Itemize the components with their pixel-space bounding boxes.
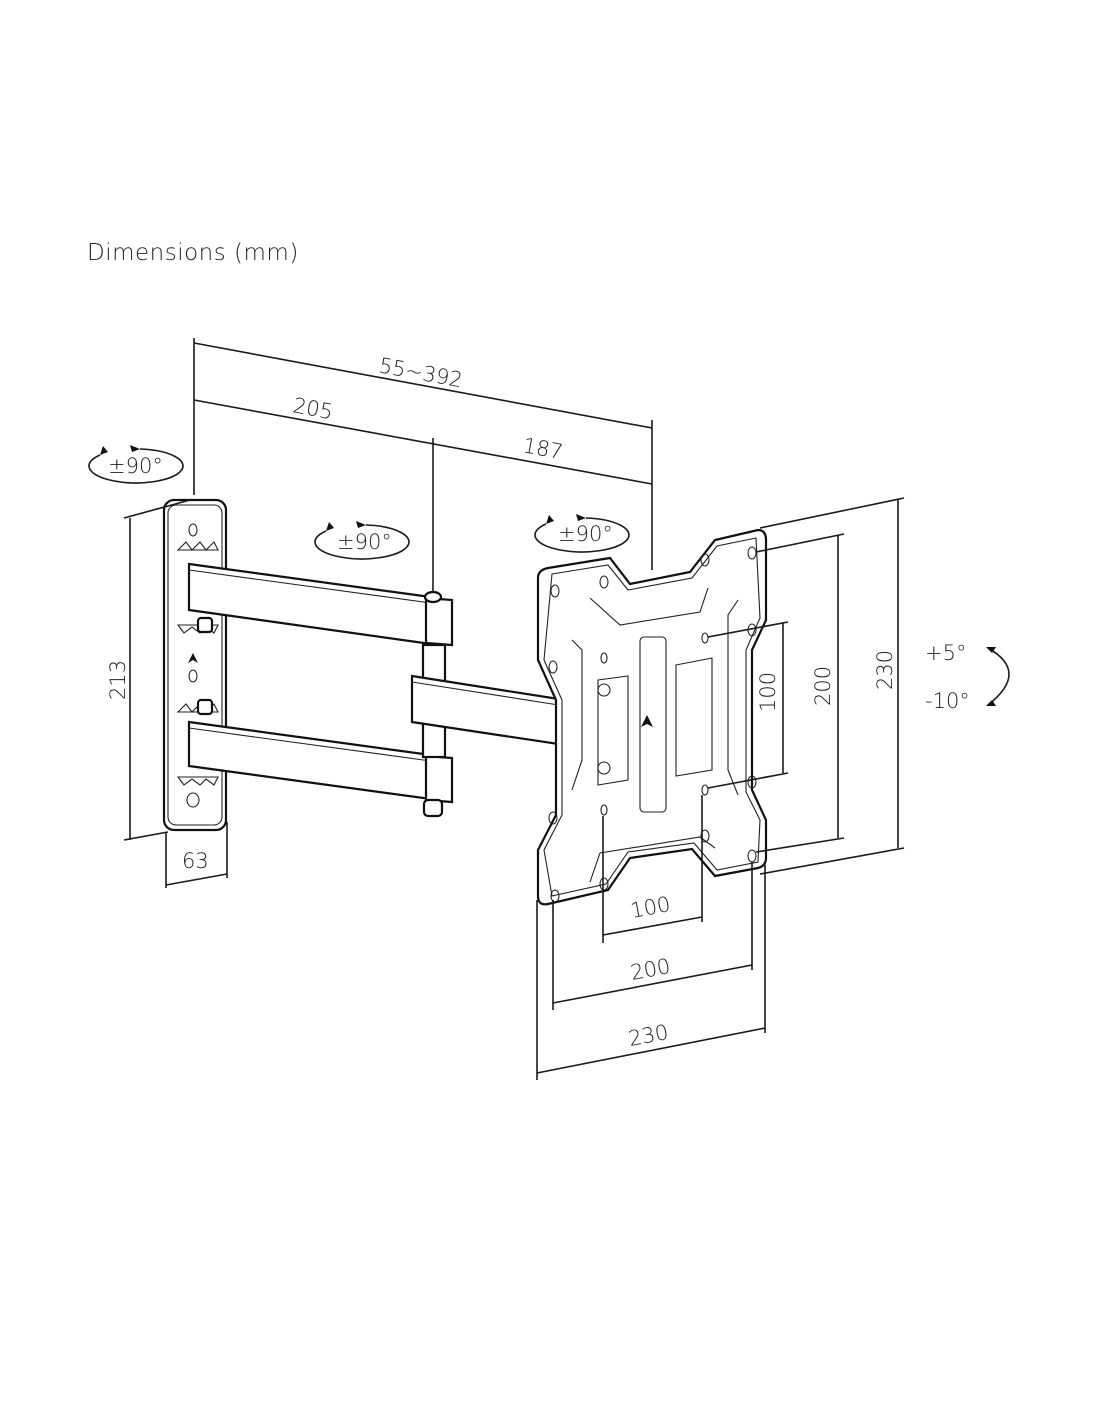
arrow-icon: [130, 445, 140, 452]
vesa-hole: [599, 877, 609, 891]
dim-plate-height: 230: [873, 650, 897, 690]
lower-arm: [187, 720, 454, 818]
vesa-horizontal-dimensions: 100 200 230: [536, 795, 766, 1080]
upper-arm: [187, 562, 454, 647]
arrow-icon: [326, 522, 334, 531]
dim-wall-plate-height: 213: [106, 660, 130, 700]
arrow-icon: [986, 700, 996, 706]
vesa-hole: [701, 632, 709, 644]
vesa-hole: [600, 804, 608, 816]
dim-plate-width: 230: [627, 1020, 671, 1051]
vesa-hole: [548, 660, 558, 674]
arrow-icon: [546, 515, 554, 524]
head-swivel-label: ±90°: [558, 522, 613, 546]
arrow-icon: [986, 647, 996, 653]
screw-hole: [186, 792, 200, 808]
vesa-hole: [548, 811, 558, 825]
extension-dimension: 55~392: [193, 338, 653, 570]
vesa-hole: [599, 575, 609, 589]
wall-plate-width-dimension: 63: [165, 822, 228, 888]
arrow-icon: [100, 446, 108, 455]
wall-plate-height-dimension: 213: [106, 499, 191, 841]
dim-vesa-small-vertical: 100: [756, 672, 780, 712]
dim-arm2: 187: [521, 433, 565, 464]
tilt-up-label: +5°: [925, 641, 966, 665]
vesa-hole: [700, 829, 710, 843]
tilt-down-label: -10°: [925, 689, 970, 713]
vesa-vertical-dimensions: 100 200 230: [707, 497, 905, 875]
vesa-hole: [600, 652, 608, 664]
wall-plate: [162, 498, 228, 832]
arrow-icon: [576, 514, 586, 521]
head-swivel-indicator: ±90°: [534, 514, 630, 553]
dim-total-extension: 55~392: [377, 353, 464, 392]
screw-hole: [188, 523, 198, 537]
vesa-hole: [747, 546, 757, 560]
arm-dimensions: 205 187: [193, 393, 653, 595]
screw-icon: [597, 683, 611, 697]
wall-swivel-indicator: ±90°: [88, 445, 184, 484]
dim-wall-plate-width: 63: [182, 849, 209, 873]
tilt-indicator: +5° -10°: [925, 641, 1010, 713]
screw-hole: [188, 669, 198, 683]
arm-swivel-indicator: ±90°: [314, 521, 410, 560]
vesa-hole: [701, 784, 709, 796]
vesa-hole: [700, 553, 710, 567]
dim-vesa-large-vertical: 200: [811, 666, 835, 706]
vesa-hole: [747, 775, 757, 789]
vesa-hole: [550, 889, 560, 903]
vesa-plate: [536, 528, 768, 906]
screw-icon: [597, 761, 611, 775]
up-arrow-icon: [188, 653, 198, 663]
up-arrow-icon: [641, 715, 653, 727]
nut: [196, 616, 214, 634]
dim-vesa-small-horizontal: 100: [629, 892, 673, 923]
page-title: Dimensions (mm): [87, 240, 299, 266]
vesa-hole: [550, 584, 560, 598]
wall-swivel-label: ±90°: [108, 454, 163, 478]
arm-swivel-label: ±90°: [337, 530, 392, 554]
arrow-icon: [356, 521, 366, 528]
nut: [196, 698, 214, 716]
nut: [422, 798, 444, 818]
dim-vesa-large-horizontal: 200: [629, 954, 673, 985]
